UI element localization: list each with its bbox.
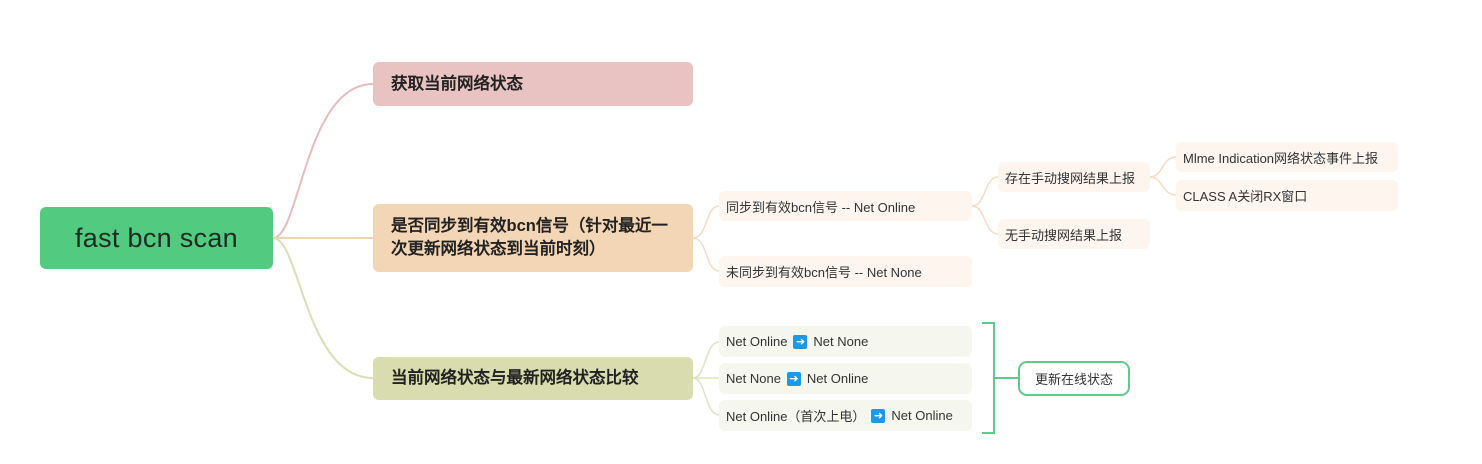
link-branch-2-sync bbox=[692, 205, 720, 239]
link-branch-2-nosync bbox=[692, 237, 720, 272]
node-class-a-close-rx[interactable]: CLASS A关闭RX窗口 bbox=[1176, 180, 1398, 211]
transition-from: Net Online（首次上电） bbox=[726, 409, 866, 424]
node-label: 未同步到有效bcn信号 -- Net None bbox=[726, 265, 922, 280]
right-arrow-icon: ➜ bbox=[793, 334, 808, 349]
root-node[interactable]: fast bcn scan bbox=[40, 207, 273, 269]
node-label: 存在手动搜网结果上报 bbox=[1005, 170, 1136, 186]
summary-update-online-state[interactable]: 更新在线状态 bbox=[1018, 361, 1130, 396]
link-sync-noreport bbox=[971, 205, 999, 235]
branch-label: 是否同步到有效bcn信号（针对最近一次更新网络状态到当前时刻） bbox=[391, 217, 668, 258]
branch-label: 当前网络状态与最新网络状态比较 bbox=[391, 369, 639, 387]
summary-label: 更新在线状态 bbox=[1034, 372, 1113, 387]
branch-state-compare[interactable]: 当前网络状态与最新网络状态比较 bbox=[373, 357, 693, 400]
right-arrow-icon: ➜ bbox=[786, 371, 801, 386]
link-report-mlme bbox=[1149, 156, 1177, 178]
node-manual-scan-reported[interactable]: 存在手动搜网结果上报 bbox=[998, 162, 1150, 192]
link-branch-3-item-1 bbox=[692, 341, 720, 379]
node-label: Mlme Indication网络状态事件上报 bbox=[1183, 150, 1379, 166]
transition-from: Net Online bbox=[726, 334, 788, 349]
link-sync-report bbox=[971, 176, 999, 207]
transition-to: Net Online bbox=[806, 371, 869, 386]
node-manual-scan-not-reported[interactable]: 无手动搜网结果上报 bbox=[998, 219, 1150, 249]
branch-get-network-state[interactable]: 获取当前网络状态 bbox=[373, 62, 693, 106]
transition-to: Net None bbox=[813, 334, 869, 349]
transition-none-to-online[interactable]: Net None ➜ Net Online bbox=[719, 363, 972, 394]
link-root-branch-3 bbox=[272, 237, 374, 379]
link-report-classa bbox=[1149, 176, 1177, 196]
transition-from: Net None bbox=[726, 371, 781, 386]
transition-first-power-online[interactable]: Net Online（首次上电） ➜ Net Online bbox=[719, 400, 972, 431]
transition-to: Net Online bbox=[891, 408, 953, 423]
node-mlme-indication[interactable]: Mlme Indication网络状态事件上报 bbox=[1176, 142, 1398, 172]
node-label: 同步到有效bcn信号 -- Net Online bbox=[726, 199, 916, 215]
root-label: fast bcn scan bbox=[75, 222, 238, 253]
summary-bracket bbox=[982, 322, 995, 434]
node-nosync-none[interactable]: 未同步到有效bcn信号 -- Net None bbox=[719, 256, 972, 287]
node-label: CLASS A关闭RX窗口 bbox=[1183, 189, 1308, 204]
link-root-branch-1 bbox=[272, 83, 374, 239]
link-branch-3-item-3 bbox=[692, 377, 720, 416]
node-label: 无手动搜网结果上报 bbox=[1005, 227, 1123, 243]
right-arrow-icon: ➜ bbox=[871, 408, 886, 423]
branch-label: 获取当前网络状态 bbox=[391, 74, 523, 93]
transition-online-to-none[interactable]: Net Online ➜ Net None bbox=[719, 326, 972, 357]
node-sync-online[interactable]: 同步到有效bcn信号 -- Net Online bbox=[719, 191, 972, 221]
branch-bcn-sync-check[interactable]: 是否同步到有效bcn信号（针对最近一次更新网络状态到当前时刻） bbox=[373, 204, 693, 272]
